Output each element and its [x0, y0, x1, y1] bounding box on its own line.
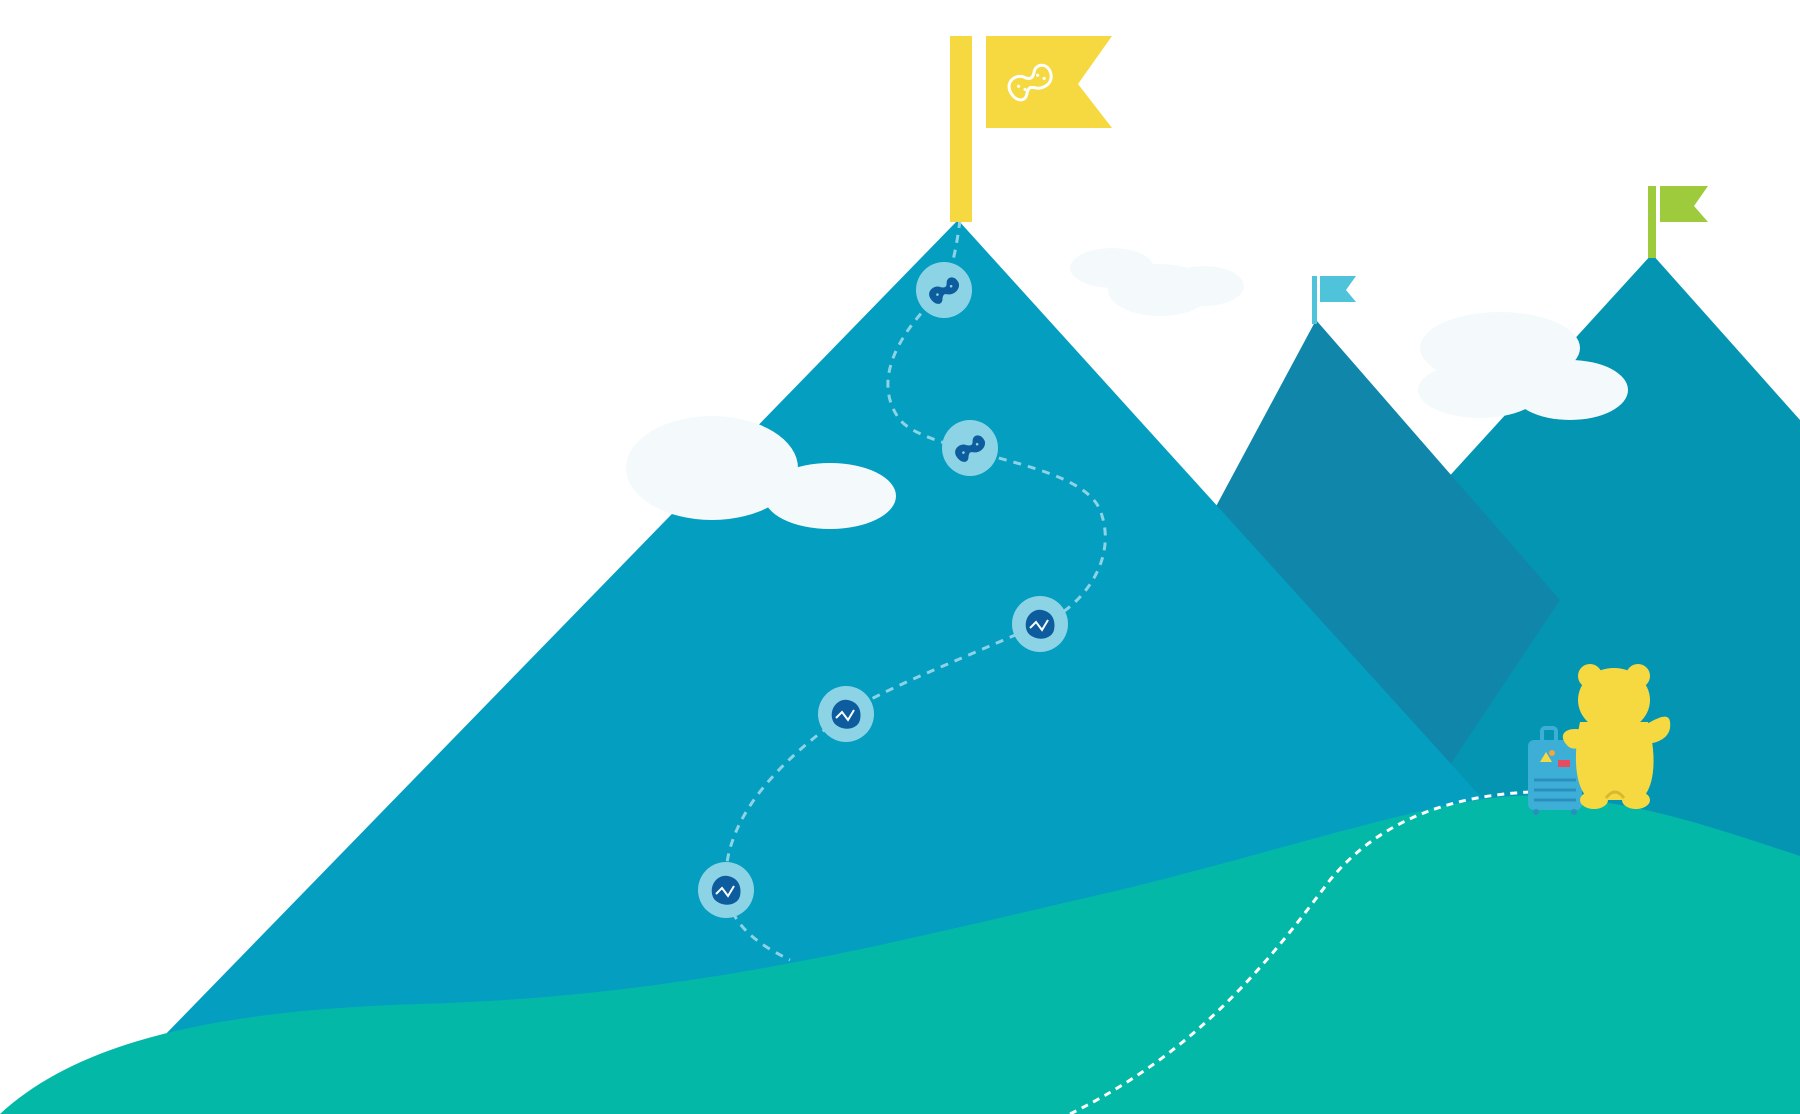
peanut-icon — [1007, 63, 1053, 102]
trail-marker-4 — [818, 686, 874, 742]
peanut-icon — [929, 277, 959, 304]
hazelnut-icon — [1025, 609, 1055, 639]
summit-flag — [950, 36, 1112, 222]
trail-marker-2 — [942, 420, 998, 476]
mountain-main — [160, 220, 1520, 1040]
trail-hill — [1069, 790, 1531, 1114]
bear-icon — [1562, 664, 1671, 809]
cloud-middle — [1070, 248, 1244, 316]
peanut-icon — [955, 435, 985, 462]
trail-marker-5 — [698, 862, 754, 918]
hazelnut-icon — [831, 699, 861, 729]
right-flag — [1648, 186, 1708, 258]
trail-marker-3 — [1012, 596, 1068, 652]
cloud-right — [1418, 312, 1628, 420]
trail-mountain — [724, 219, 1107, 962]
middle-flag — [1312, 276, 1356, 324]
trail-marker-1 — [916, 262, 972, 318]
hazelnut-icon — [711, 875, 741, 905]
suitcase-icon — [1528, 726, 1582, 815]
cloud-left — [626, 416, 896, 529]
hill-back — [0, 795, 1800, 1114]
